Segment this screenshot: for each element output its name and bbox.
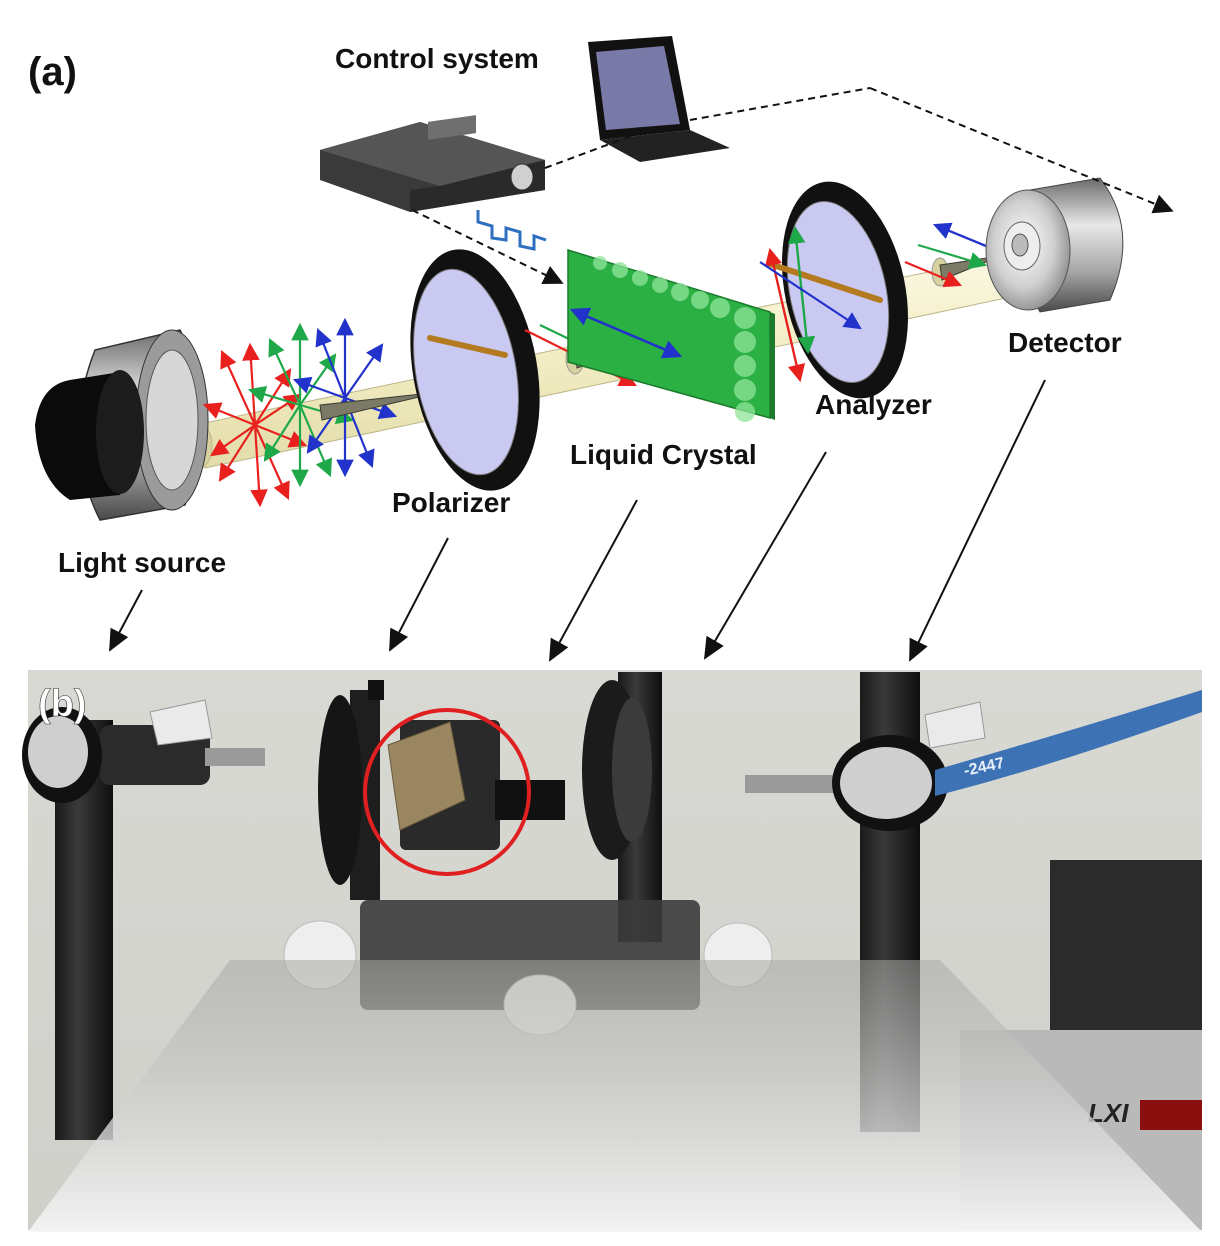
- polarizer-mount: [318, 680, 565, 900]
- liquid-crystal-mount: [582, 680, 652, 860]
- panel-b-label: (b): [38, 683, 87, 725]
- transmitted-rays: [904, 222, 1023, 288]
- panel-b-photo: -2447 LXI (b): [22, 670, 1202, 1232]
- light-source-mount: [22, 699, 265, 803]
- control-signal-icon: [476, 210, 547, 251]
- label-light-source: Light source: [58, 547, 226, 578]
- polarizer-optic: [410, 249, 540, 491]
- laptop-computer: [588, 36, 730, 162]
- unpolarized-light-rays: [202, 317, 398, 508]
- label-control-system: Control system: [335, 43, 539, 74]
- label-polarizer: Polarizer: [392, 487, 510, 518]
- label-liquid-crystal: Liquid Crystal: [570, 439, 757, 470]
- label-detector: Detector: [1008, 327, 1122, 358]
- controller-box: [320, 115, 545, 212]
- panel-a-label: (a): [28, 50, 77, 94]
- optical-table-overlay: [28, 960, 1202, 1232]
- analyzer-optic: [759, 181, 908, 399]
- pointer-arrows: [109, 379, 1046, 662]
- detector-device: [985, 177, 1124, 313]
- control-connections: [411, 87, 1174, 284]
- detector-mount: -2447: [745, 690, 1202, 831]
- propagation-arrow-1: [319, 391, 441, 421]
- label-analyzer: Analyzer: [815, 389, 932, 420]
- panel-a: (a): [28, 36, 1174, 662]
- sample-highlight-circle: [363, 708, 531, 876]
- liquid-crystal-cell: [567, 248, 775, 422]
- light-source-device: [35, 329, 209, 521]
